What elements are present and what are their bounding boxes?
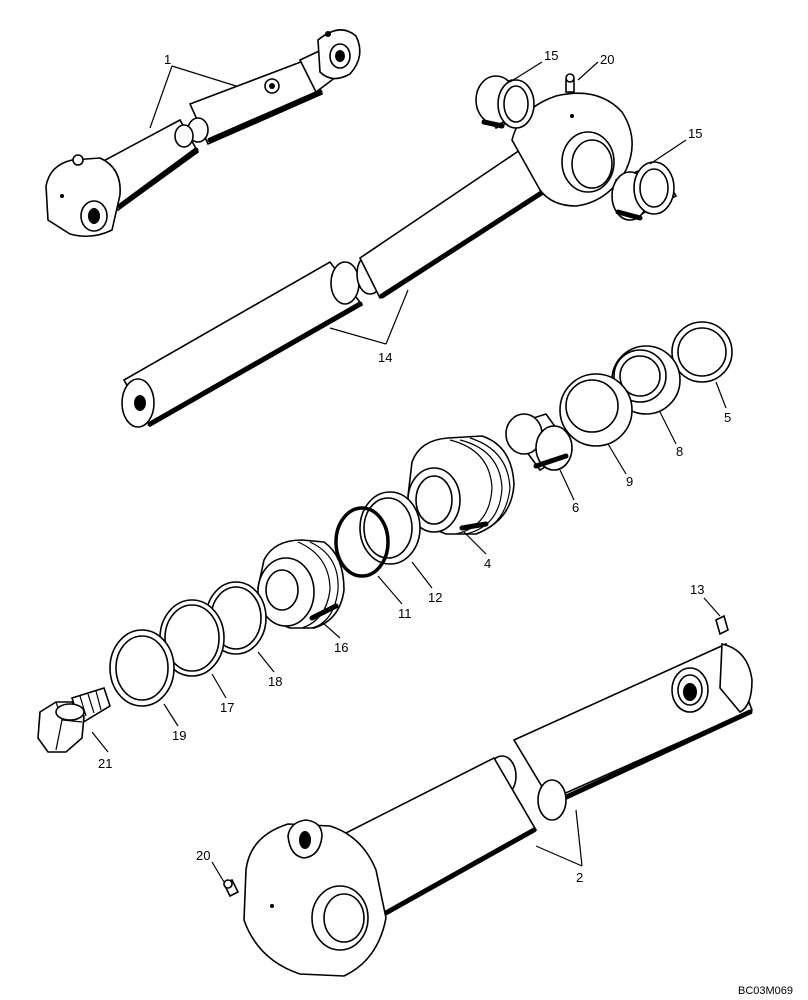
part-4-gland	[407, 435, 515, 535]
part-15-bushing-lower	[611, 161, 678, 221]
part-11-o-ring	[334, 506, 390, 578]
callout-11: 11	[398, 606, 412, 621]
part-19-wear-ring	[109, 629, 175, 707]
callout-17: 17	[220, 700, 234, 715]
part-16-piston	[257, 539, 345, 629]
part-21-bolt	[37, 687, 111, 753]
callout-6: 6	[572, 500, 579, 515]
callout-20-lower: 20	[196, 848, 210, 863]
part-1-cylinder-assembly	[45, 29, 361, 238]
callout-2: 2	[576, 870, 583, 885]
callout-1: 1	[164, 52, 171, 67]
callout-14: 14	[378, 350, 392, 365]
part-12-backup-ring	[359, 491, 421, 565]
part-20-grease-fitting-upper	[565, 73, 575, 93]
callout-20-upper: 20	[600, 52, 614, 67]
part-2-cylinder-tube	[243, 642, 754, 977]
figure-reference-code: BC03M069	[738, 985, 793, 997]
callout-21: 21	[98, 756, 112, 771]
part-9-backup-ring	[559, 373, 633, 447]
callout-9: 9	[626, 474, 633, 489]
part-20-grease-fitting-lower	[222, 878, 240, 898]
callout-13: 13	[690, 582, 704, 597]
part-14-piston-rod	[121, 92, 633, 428]
callout-18: 18	[268, 674, 282, 689]
part-15-bushing-upper	[475, 75, 535, 130]
part-6-rod-bushing	[505, 413, 574, 472]
callout-4: 4	[484, 556, 491, 571]
part-17-piston-seal	[159, 599, 225, 677]
callout-19: 19	[172, 728, 186, 743]
part-5-wiper-seal	[671, 321, 733, 383]
part-13-fitting	[715, 614, 729, 636]
callout-16: 16	[334, 640, 348, 655]
callout-labels: 1 14 15 20 15 5 8 9 6 4 12 11 16 18 17 1…	[98, 48, 731, 885]
callout-15-lower: 15	[688, 126, 702, 141]
callout-8: 8	[676, 444, 683, 459]
callout-12: 12	[428, 590, 442, 605]
callout-5: 5	[724, 410, 731, 425]
leader-lines	[91, 61, 727, 883]
callout-15-upper: 15	[544, 48, 558, 63]
